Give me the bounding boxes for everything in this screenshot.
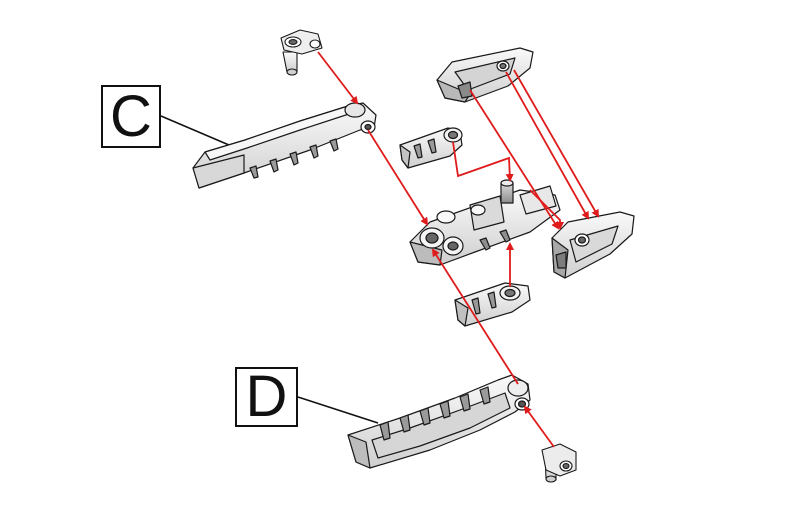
arrow-arm-d-to-hub <box>431 248 519 385</box>
arrow-pin-to-arm-d <box>523 405 555 448</box>
arm-part-d <box>347 374 531 469</box>
bracket-part-lower <box>454 282 531 327</box>
cover-part-upper <box>436 47 534 103</box>
hub-part-center <box>409 179 561 266</box>
arrow-cover-to-right-1 <box>469 89 560 230</box>
leader-line-d <box>297 396 379 424</box>
pin-top <box>280 29 323 76</box>
arrow-pin-to-arm-c <box>317 51 359 105</box>
pin-bottom <box>541 443 577 483</box>
arrow-cover-to-right-3 <box>513 69 599 218</box>
leader-line-c <box>160 115 237 149</box>
part-label-d: D <box>235 367 298 427</box>
arrow-bracket-to-hub <box>452 141 514 182</box>
bracket-part-middle <box>399 127 463 169</box>
arrow-cover-to-right-2 <box>505 71 589 220</box>
arrow-arm-c-to-hub <box>367 129 429 226</box>
assembly-arrows <box>317 51 599 448</box>
part-label-c: C <box>101 85 161 148</box>
arm-part-c <box>192 102 377 189</box>
arrow-hub-to-cover <box>529 189 564 230</box>
cover-part-right <box>551 211 635 279</box>
